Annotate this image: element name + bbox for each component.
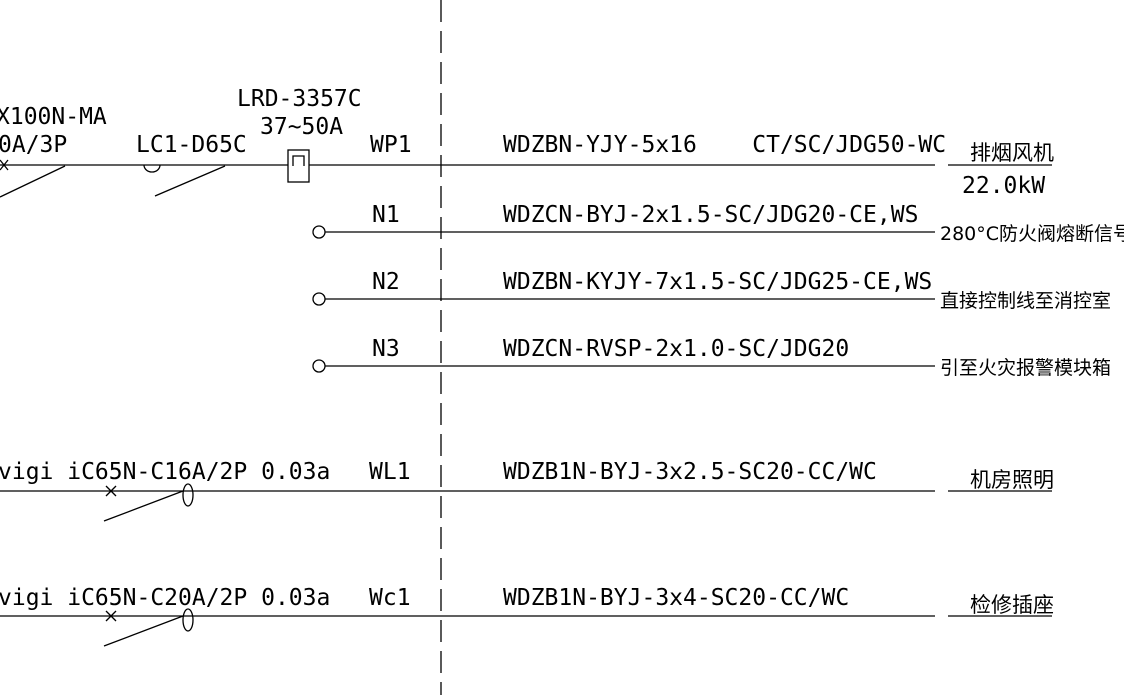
load-power: 22.0kW [962, 173, 1045, 199]
cable-spec: WDZBN-YJY-5x16 CT/SC/JDG50-WC [503, 132, 946, 158]
load-name: 机房照明 [970, 468, 1054, 492]
terminal-circle [312, 225, 326, 239]
main-feeder: X100N-MA 0A/3P LC1-D65C LRD-3357C 37~50A… [0, 86, 1054, 199]
rcd-ring-symbol [182, 608, 194, 632]
lighting-circuit-wl1: vigi iC65N-C16A/2P 0.03a WL1 WDZB1N-BYJ-… [0, 459, 1054, 522]
contactor-arc-symbol [143, 164, 161, 173]
thermal-relay-box [287, 149, 310, 183]
terminal-circle [312, 292, 326, 306]
circuit-id: Wc1 [369, 585, 411, 611]
socket-circuit-wc1: vigi iC65N-C20A/2P 0.03a Wc1 WDZB1N-BYJ-… [0, 585, 1054, 647]
thermal-relay-model: LRD-3357C [237, 86, 362, 112]
main-breaker-model: X100N-MA [0, 104, 107, 130]
main-breaker-contact [0, 165, 66, 198]
rcbo-breaker-spec: vigi iC65N-C16A/2P 0.03a [0, 459, 330, 485]
load-name: 直接控制线至消控室 [940, 290, 1111, 312]
load-name: 280°C防火阀熔断信号 [940, 223, 1124, 245]
contactor-model: LC1-D65C [136, 132, 247, 158]
load-name: 引至火灾报警模块箱 [940, 357, 1111, 379]
breaker-cross-mark [0, 159, 9, 171]
circuit-id: N1 [372, 202, 400, 228]
breaker-contact [103, 615, 184, 647]
cable-spec: WDZB1N-BYJ-3x2.5-SC20-CC/WC [503, 459, 877, 485]
breaker-contact [103, 490, 184, 522]
contactor-contact [154, 165, 226, 197]
terminal-circle [312, 359, 326, 373]
control-line-n1: N1 WDZCN-BYJ-2x1.5-SC/JDG20-CE,WS 280°C防… [312, 202, 1124, 245]
circuit-id: N3 [372, 336, 400, 362]
breaker-cross-mark [105, 610, 117, 622]
main-breaker-rating: 0A/3P [0, 132, 67, 158]
breaker-cross-mark [105, 485, 117, 497]
cable-spec: WDZBN-KYJY-7x1.5-SC/JDG25-CE,WS [503, 269, 932, 295]
cable-spec: WDZCN-BYJ-2x1.5-SC/JDG20-CE,WS [503, 202, 918, 228]
cable-spec: WDZB1N-BYJ-3x4-SC20-CC/WC [503, 585, 849, 611]
cable-spec: WDZCN-RVSP-2x1.0-SC/JDG20 [503, 336, 849, 362]
load-name: 排烟风机 [970, 141, 1054, 165]
load-name: 检修插座 [970, 593, 1054, 617]
rcd-ring-symbol [182, 483, 194, 507]
control-line-n2: N2 WDZBN-KYJY-7x1.5-SC/JDG25-CE,WS 直接控制线… [312, 269, 1111, 312]
thermal-relay-range: 37~50A [260, 114, 343, 140]
circuit-id: WL1 [369, 459, 411, 485]
thermal-relay-element [292, 155, 305, 166]
rcbo-breaker-spec: vigi iC65N-C20A/2P 0.03a [0, 585, 330, 611]
circuit-id: WP1 [370, 132, 412, 158]
circuit-id: N2 [372, 269, 400, 295]
control-line-n3: N3 WDZCN-RVSP-2x1.0-SC/JDG20 引至火灾报警模块箱 [312, 336, 1111, 379]
